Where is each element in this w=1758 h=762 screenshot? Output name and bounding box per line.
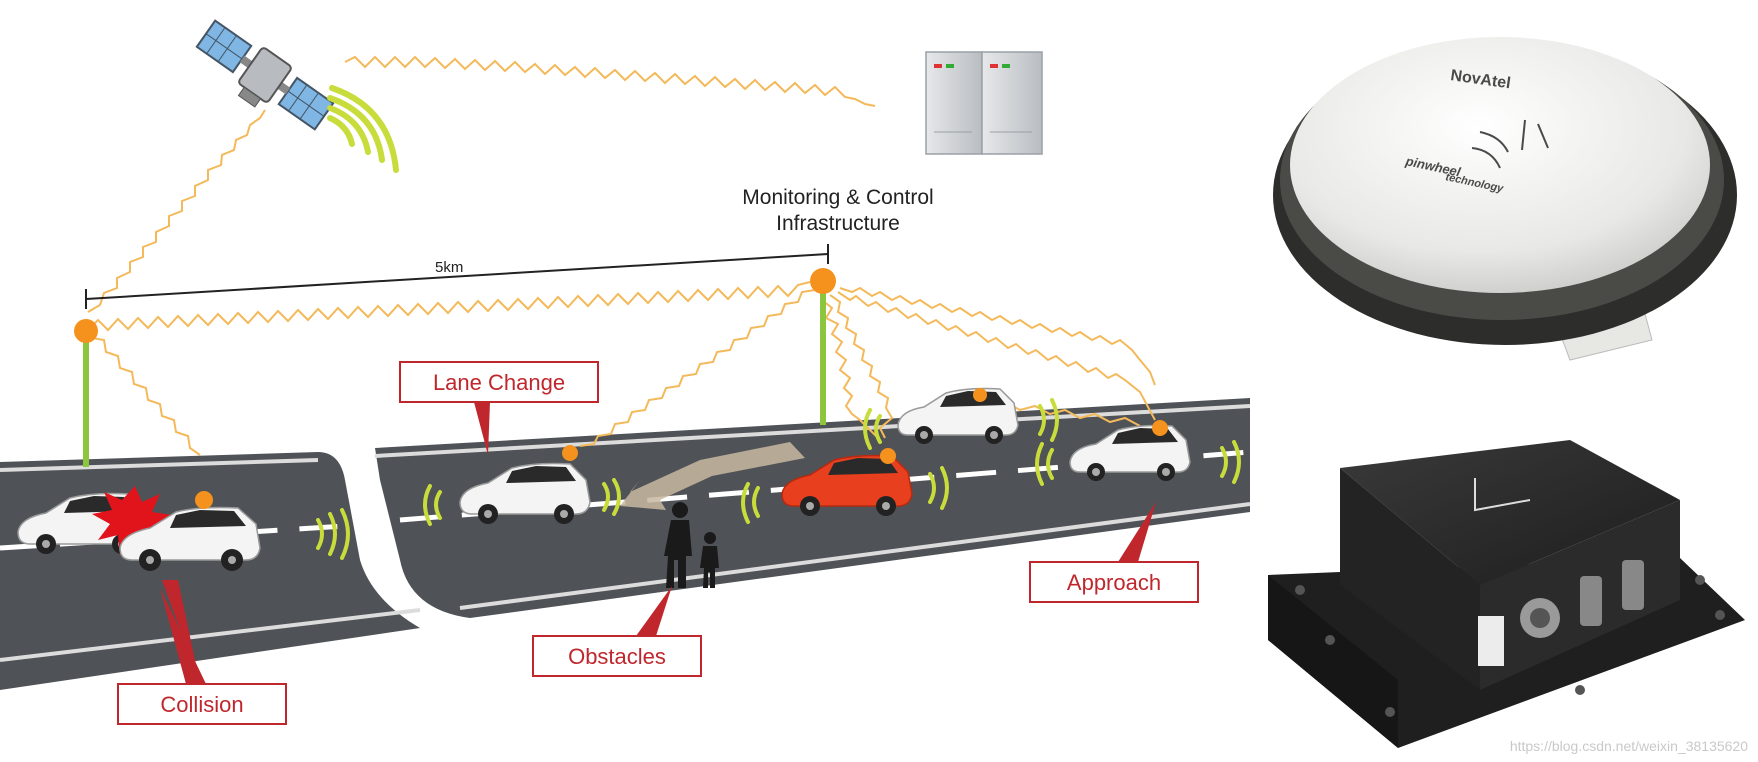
watermark: https://blog.csdn.net/weixin_38135620 [1509,738,1748,754]
callout-approach-label: Approach [1067,570,1161,595]
distance-indicator: 5km [85,244,829,309]
car-icon-highlighted [781,448,913,516]
link-satellite-pole-left [87,109,266,313]
link-satellite-server [344,55,876,107]
left-road [0,452,421,690]
callout-lane-change-label: Lane Change [433,370,565,395]
imu-receiver-icon [1268,440,1745,748]
callout-lane-change: Lane Change [399,361,599,455]
pinwheel-logo-icon [1471,119,1549,169]
callout-approach: Approach [1029,502,1199,603]
car-sensor-waves [316,398,1241,560]
callout-collision: Collision [117,580,287,725]
infrastructure-label-line1: Monitoring & Control [742,186,933,209]
satellite-icon [195,19,335,131]
link-pole-left-collision-car [91,337,201,456]
car-icon [119,491,261,571]
pole-left [74,319,98,467]
infrastructure-label-line2: Infrastructure [776,212,900,235]
car-icon [459,445,591,524]
distance-label: 5km [435,259,463,276]
link-pole-left-right [87,281,811,332]
pole-right [810,268,836,425]
collision-burst [92,486,172,556]
car-icon [897,387,1019,444]
link-pole-right-lanechange-car [579,289,816,447]
car-icon [1069,420,1191,481]
link-pole-right-approach-car [837,291,1156,421]
gnss-antenna-icon: NovAtel pinwheel technology [1273,37,1737,361]
callout-obstacles: Obstacles [532,586,702,677]
link-pole-right-farcar [839,286,1156,386]
callout-collision-label: Collision [160,692,243,717]
server-icon [925,51,1043,155]
link-pole-right-red-car [821,299,881,441]
lane-change-arrow [620,442,805,510]
satellite-signal-waves [327,85,399,173]
link-pole-right-car-top [829,294,894,439]
callout-obstacles-label: Obstacles [568,644,666,669]
pedestrian-icon [664,502,719,588]
